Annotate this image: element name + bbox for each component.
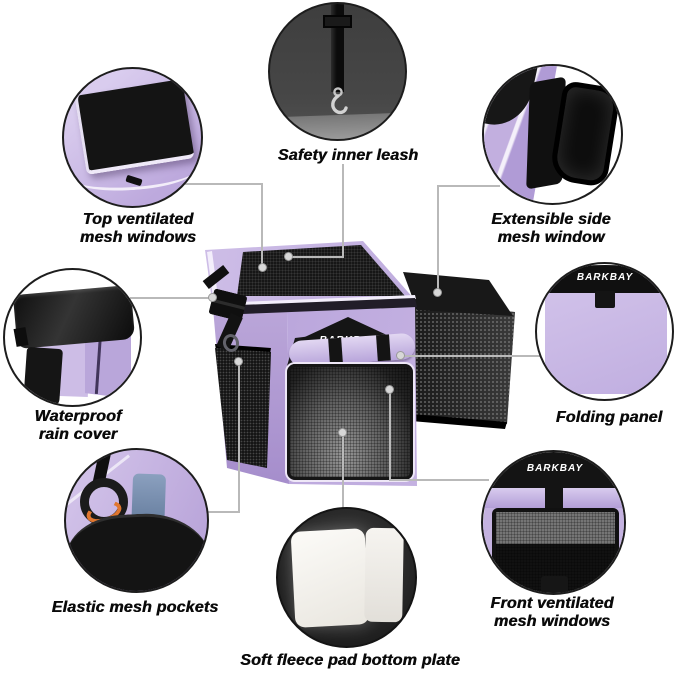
brand-cap: BARKBAY — [483, 452, 624, 488]
callout-line-mesh-pockets — [238, 361, 240, 513]
callout-line-side-mesh — [437, 185, 500, 187]
feature-label-mesh-pockets: Elastic mesh pockets — [51, 599, 219, 616]
callout-line-fleece-pad — [342, 432, 344, 512]
callout-photo-front-mesh: BARKBAY — [481, 450, 626, 595]
callout-line-top-mesh — [185, 183, 263, 185]
feature-label-rain-cover: Waterproof rain cover — [34, 408, 122, 444]
callout-photo-side-mesh — [482, 64, 623, 205]
callout-dot-top-mesh — [258, 263, 267, 272]
feature-label-side-mesh: Extensible side mesh window — [491, 211, 611, 247]
callout-photo-folding-panel: BARKBAY — [535, 262, 674, 401]
front-pocket — [23, 346, 63, 405]
callout-line-top-mesh — [261, 183, 263, 268]
callout-line-mesh-pockets — [196, 511, 240, 513]
bottom-tab — [541, 576, 568, 593]
callout-dot-folding-panel — [396, 351, 405, 360]
callout-photo-rain-cover — [3, 268, 142, 407]
leash-adjuster-buckle — [323, 15, 352, 28]
callout-photo-mesh-pockets — [64, 448, 209, 593]
callout-line-front-mesh — [389, 479, 489, 481]
callout-photo-fleece-pad — [276, 507, 417, 648]
callout-line-safety-leash — [287, 256, 344, 258]
callout-dot-front-mesh — [385, 385, 394, 394]
callout-line-rain-cover — [130, 297, 212, 299]
flap-strap — [375, 332, 391, 364]
side-pocket-binding — [215, 344, 271, 354]
center-strap — [545, 484, 563, 511]
callout-line-folding-panel — [400, 355, 545, 357]
flap-strap — [328, 335, 344, 367]
snap-hook-icon — [331, 87, 348, 115]
feature-label-fleece-pad: Soft fleece pad bottom plate — [240, 652, 460, 669]
callout-photo-safety-leash — [268, 2, 407, 141]
elastic-mesh-pocket — [66, 510, 207, 591]
mesh-upper — [496, 512, 615, 544]
feature-label-folding-panel: Folding panel — [555, 409, 663, 426]
callout-line-side-mesh — [437, 185, 439, 293]
rain-cover — [12, 284, 136, 350]
brand-strip: BARKBAY — [539, 265, 671, 293]
fleece-pad-large — [290, 528, 370, 628]
pet-carrier-product-photo: BARKBAY — [183, 236, 523, 496]
feature-label-top-mesh: Top ventilated mesh windows — [79, 211, 197, 247]
velcro-tab — [595, 291, 615, 308]
feature-label-safety-leash: Safety inner leash — [277, 147, 419, 164]
callout-dot-fleece-pad — [338, 428, 347, 437]
callout-dot-mesh-pockets — [234, 357, 243, 366]
fleece-pad-small — [364, 527, 404, 623]
callout-line-front-mesh — [389, 389, 391, 481]
front-mesh-window — [287, 364, 413, 480]
callout-line-safety-leash — [342, 164, 344, 258]
side-extension-mesh — [409, 300, 515, 424]
callout-dot-rain-cover — [208, 293, 217, 302]
feature-label-front-mesh: Front ventilated mesh windows — [490, 595, 614, 631]
callout-dot-side-mesh — [433, 288, 442, 297]
callout-photo-top-mesh — [62, 67, 203, 208]
callout-dot-safety-leash — [284, 252, 293, 261]
